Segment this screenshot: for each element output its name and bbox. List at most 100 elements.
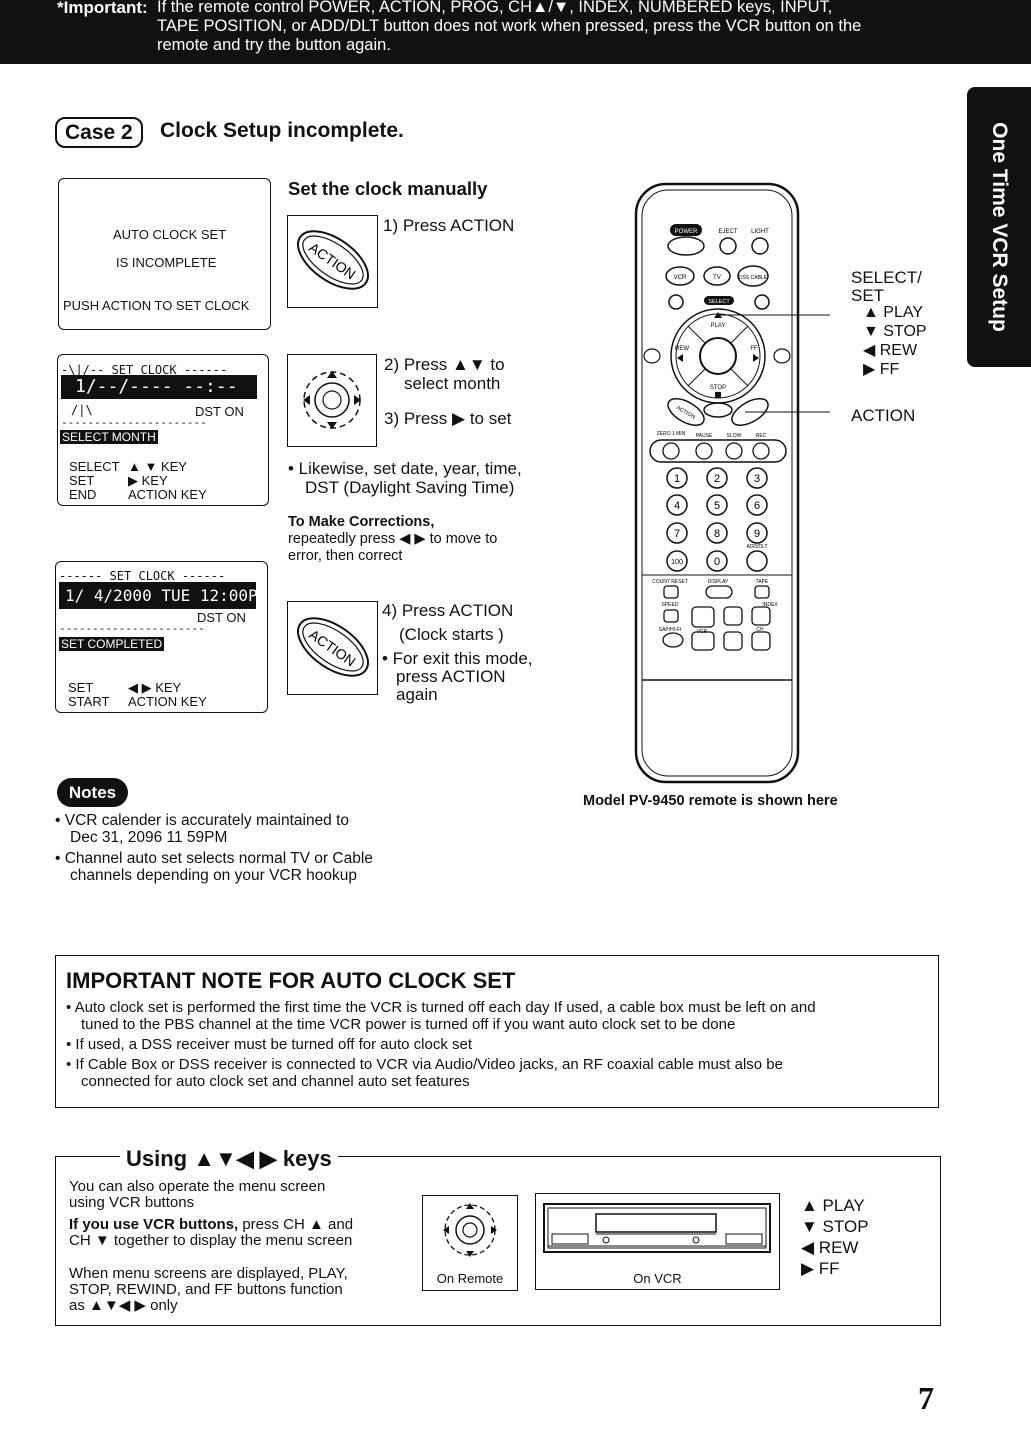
osd-dashes: ---------------------- [59, 622, 205, 635]
svg-text:EJECT: EJECT [718, 229, 737, 235]
note-2-cont: channels depending on your VCR hookup [70, 867, 357, 884]
using-keys-text: STOP, REWIND, and FF buttons function [69, 1281, 343, 1298]
osd-key-label: SET [68, 680, 94, 695]
dpad-icon [443, 1203, 497, 1257]
section-side-tab: One Time VCR Setup [967, 87, 1031, 367]
osd-date-field: 1/ 4/2000 TUE 12:00PM [59, 582, 267, 609]
on-remote-label: On Remote [436, 1271, 504, 1286]
callout-ff: ▶ FF [863, 361, 900, 378]
osd-key-value: ACTION KEY [128, 694, 207, 709]
callout-rew: ◀ REW [863, 342, 918, 359]
step-2-detail: select month [404, 374, 501, 393]
svg-text:CH: CH [756, 627, 764, 633]
osd-key-value: ▲ ▼ KEY [128, 459, 187, 474]
action-button-illustration: ACTION [287, 601, 378, 695]
action-icon-label: ACTION [306, 626, 359, 669]
case-title: Clock Setup incomplete. [160, 119, 404, 142]
svg-text:FF: FF [750, 346, 758, 352]
osd-screen-set-completed: ------ SET CLOCK ------ 1/ 4/2000 TUE 12… [55, 561, 268, 713]
legend-rew: ◀ REW [801, 1238, 859, 1257]
svg-text:INDEX: INDEX [762, 602, 778, 608]
note-1: • VCR calender is accurately maintained … [55, 812, 350, 829]
important-note-bullet-cont: tuned to the PBS channel at the time VCR… [81, 1016, 736, 1033]
using-keys-text: When menu screens are displayed, PLAY, [69, 1265, 348, 1282]
dpad-icon [303, 371, 361, 429]
action-icon-label: ACTION [306, 239, 359, 282]
osd-highlight: SELECT MONTH [60, 430, 158, 444]
osd-screen-auto-clock: AUTO CLOCK SET IS INCOMPLETE PUSH ACTION… [58, 178, 271, 330]
svg-text:6: 6 [754, 500, 760, 512]
important-note-title: IMPORTANT NOTE FOR AUTO CLOCK SET [66, 968, 516, 993]
svg-text:REW: REW [675, 346, 689, 352]
step-4-detail: (Clock starts ) [399, 625, 504, 644]
on-vcr-label: On VCR [633, 1271, 682, 1286]
using-keys-text: using VCR buttons [69, 1194, 195, 1211]
legend-stop: ▼ STOP [801, 1217, 869, 1236]
banner-label: *Important: [57, 0, 148, 17]
callout-play: ▲ PLAY [863, 304, 924, 321]
exit-note-cont: press ACTION [396, 667, 506, 686]
important-note-bullet: • Auto clock set is performed the first … [66, 999, 816, 1016]
svg-text:100: 100 [671, 559, 683, 566]
callout-set: SET [851, 286, 885, 305]
svg-text:TAPE: TAPE [756, 579, 769, 585]
likewise-note: • Likewise, set date, year, time, [288, 459, 522, 478]
using-keys-text: as ▲▼◀ ▶ only [69, 1297, 178, 1314]
important-note-box: IMPORTANT NOTE FOR AUTO CLOCK SET • Auto… [55, 955, 939, 1108]
step-1: 1) Press ACTION [383, 216, 515, 235]
osd-key-label: START [68, 694, 110, 709]
banner-line-2: TAPE POSITION, or ADD/DLT button does no… [157, 17, 862, 35]
svg-text:PAUSE: PAUSE [696, 433, 713, 439]
step-2: 2) Press ▲▼ to [384, 355, 505, 374]
svg-text:REC: REC [756, 433, 767, 439]
important-note-bullet: • If used, a DSS receiver must be turned… [66, 1036, 473, 1053]
important-note-bullet: • If Cable Box or DSS receiver is connec… [66, 1056, 783, 1073]
banner-line-1: If the remote control POWER, ACTION, PRO… [157, 0, 833, 16]
using-keys-title: Using ▲▼◀ ▶ keys [120, 1146, 338, 1172]
osd-key-label: SET [69, 473, 95, 488]
svg-text:SLOW: SLOW [727, 433, 742, 439]
page-number: 7 [918, 1380, 934, 1416]
callout-select: SELECT/ [851, 268, 922, 287]
step-4: 4) Press ACTION [382, 601, 514, 620]
step-3: 3) Press ▶ to set [384, 409, 512, 428]
on-remote-illustration: On Remote [422, 1195, 518, 1291]
osd-cursor-marker: /|\ [71, 403, 93, 417]
osd-screen-set-clock: -\|/-- SET CLOCK ------ 1/--/---- --:-- … [57, 354, 269, 506]
callout-action: ACTION [851, 406, 916, 425]
vcr-front-icon [543, 1203, 771, 1253]
remote-caption: Model PV-9450 remote is shown here [583, 793, 838, 809]
svg-text:ZERO 1 MIN: ZERO 1 MIN [657, 431, 686, 437]
svg-text:5: 5 [714, 500, 720, 512]
osd-key-value: ◀ ▶ KEY [128, 680, 182, 695]
svg-text:8: 8 [714, 528, 720, 540]
likewise-note-cont: DST (Daylight Saving Time) [305, 478, 515, 497]
legend-play: ▲ PLAY [801, 1196, 865, 1215]
svg-text:DSS CABLE: DSS CABLE [739, 275, 768, 281]
svg-text:SPEED: SPEED [662, 602, 679, 608]
svg-text:2: 2 [714, 473, 720, 485]
osd-key-value: ▶ KEY [128, 473, 168, 488]
osd-text: AUTO CLOCK SET [113, 227, 227, 242]
power-button-shape [670, 224, 702, 236]
using-keys-rest: press CH ▲ and [238, 1216, 354, 1233]
osd-header: -\|/-- SET CLOCK ------ [61, 363, 228, 377]
osd-text: PUSH ACTION TO SET CLOCK [63, 298, 250, 313]
corrections-text-cont: error, then correct [288, 548, 403, 564]
svg-text:COUNT RESET: COUNT RESET [652, 579, 688, 585]
side-tab-label: One Time VCR Setup [988, 122, 1011, 332]
case-badge: Case 2 [55, 117, 143, 148]
important-note-bullet-cont: connected for auto clock set and channel… [81, 1073, 470, 1090]
svg-text:0: 0 [714, 556, 720, 568]
svg-text:7: 7 [674, 528, 680, 540]
remote-control-illustration: POWER EJECT LIGHT VCR TV DSS CABLE SELEC… [634, 182, 830, 784]
osd-date-field: 1/--/---- --:-- [61, 375, 257, 399]
dpad-illustration [287, 354, 377, 447]
note-1-cont: Dec 31, 2096 11 59PM [70, 829, 228, 846]
manual-heading: Set the clock manually [288, 178, 488, 199]
svg-text:POWER: POWER [675, 229, 698, 235]
svg-text:1: 1 [674, 473, 680, 485]
svg-text:LIGHT: LIGHT [751, 229, 769, 235]
corrections-text: repeatedly press ◀ ▶ to move to [288, 531, 498, 547]
callout-stop: ▼ STOP [863, 323, 927, 340]
